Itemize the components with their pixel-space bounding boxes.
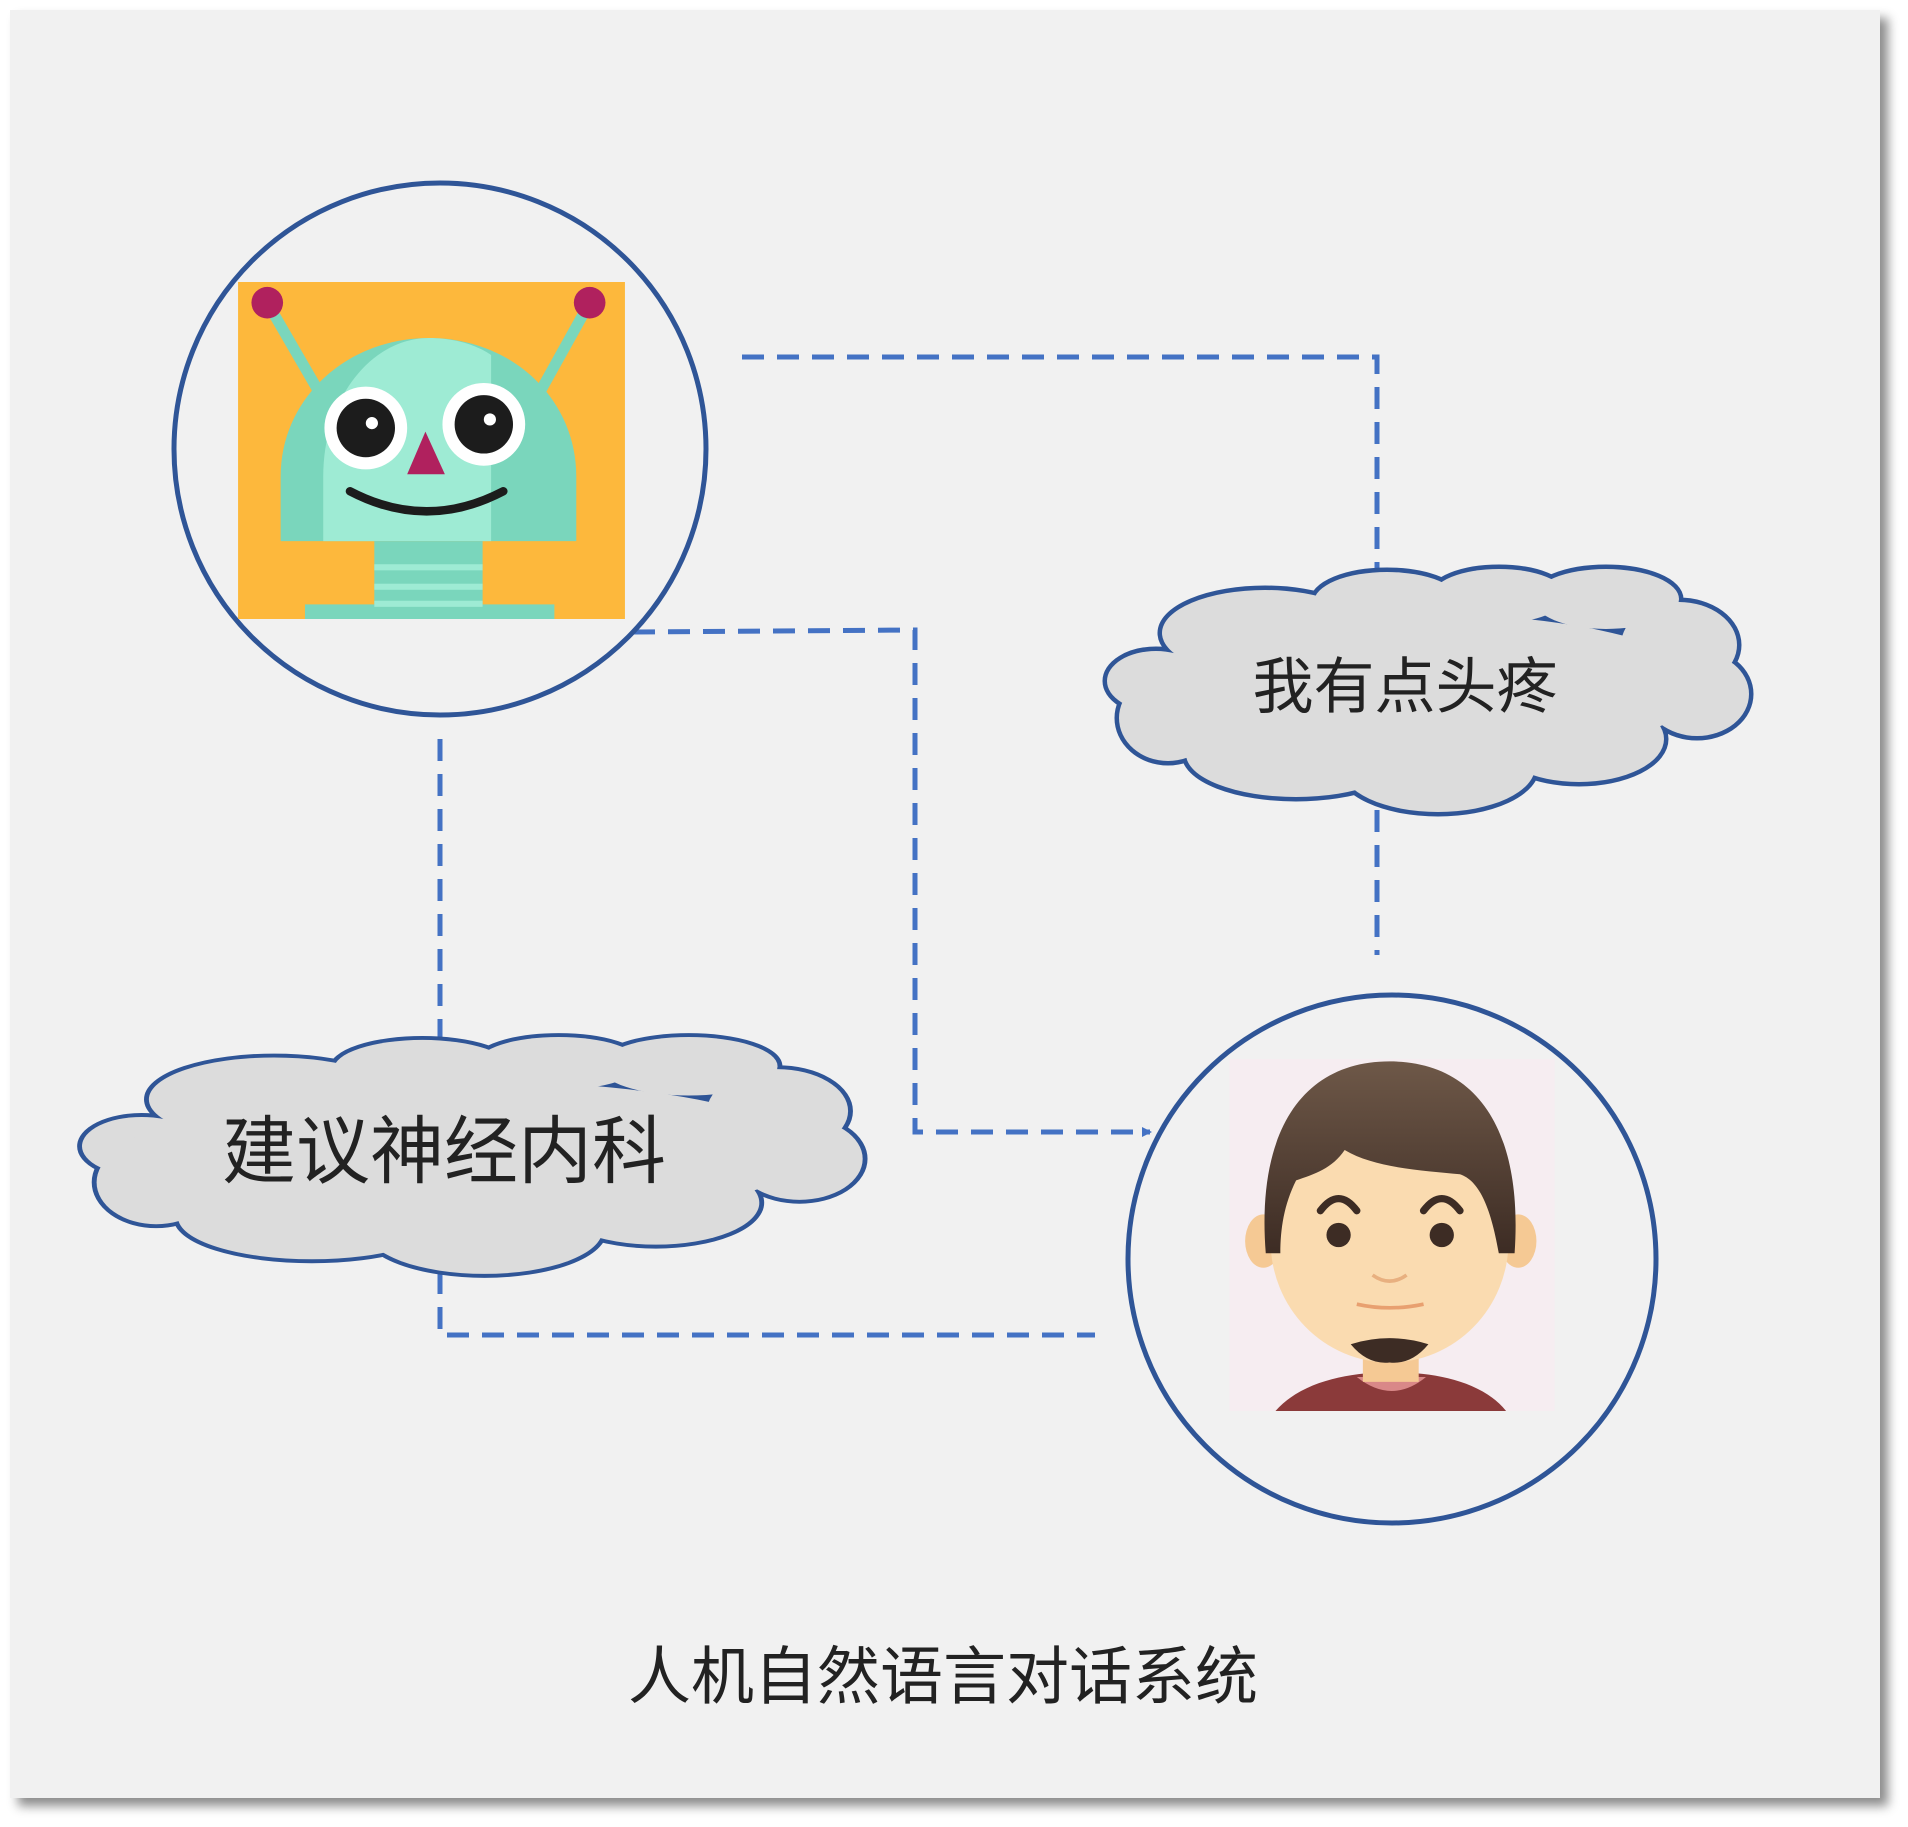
bot-reply-text: 建议神经内科	[222, 1109, 666, 1195]
robot-avatar-icon	[238, 282, 625, 619]
connector-reply-to-user	[437, 1272, 1095, 1338]
connector-bot-to-user-arrow	[632, 627, 1152, 1137]
user-message-text: 我有点头疼	[1252, 652, 1557, 723]
bot-reply-cloud: 建议神经内科	[82, 1037, 863, 1274]
connector-bot-to-user-message	[742, 354, 1380, 575]
user-message-cloud: 我有点头疼	[1107, 569, 1749, 812]
diagram-title: 人机自然语言对话系统	[628, 1641, 1258, 1714]
bot-node	[171, 180, 709, 718]
man-avatar-icon	[1229, 1059, 1555, 1411]
user-node	[1125, 992, 1659, 1526]
